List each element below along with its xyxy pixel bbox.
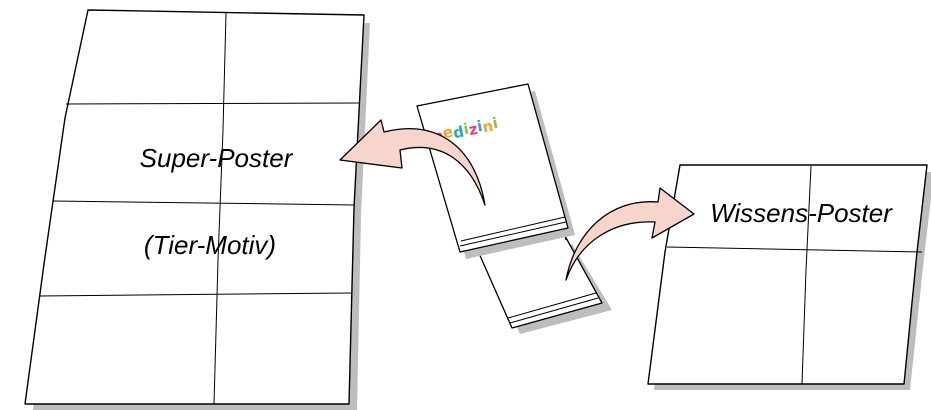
super-poster-fold-vertical: [213, 12, 227, 405]
logo-letter: i: [462, 119, 470, 138]
logo-letter: z: [467, 120, 479, 139]
logo-letter: i: [475, 117, 483, 136]
super-poster-fold-1: [65, 102, 360, 105]
arrow-to-wissens-poster: [565, 187, 695, 281]
medizini-brochure: medizini: [416, 83, 612, 334]
wissens-poster-sheet: [647, 164, 928, 385]
brochure-cover: [416, 83, 569, 253]
arrow-to-super-poster: [339, 119, 486, 206]
wissens-poster-title: Wissens-Poster: [710, 198, 893, 228]
wissens-poster-fold-horizontal: [666, 246, 923, 253]
brochure-cover-edge: [459, 216, 567, 247]
wissens-poster-fold-vertical: [801, 165, 812, 385]
logo-letter: i: [491, 114, 499, 133]
super-poster-subtitle: (Tier-Motiv): [144, 230, 276, 260]
super-poster-title: Super-Poster: [140, 143, 294, 173]
wissens-poster: Wissens-Poster: [647, 164, 931, 390]
brochure-lower-edge: [507, 292, 599, 324]
super-poster: Super-Poster (Tier-Motiv): [24, 9, 370, 410]
logo-letter: d: [452, 122, 466, 142]
super-poster-fold-3: [39, 292, 352, 297]
super-poster-sheet: [24, 9, 365, 405]
super-poster-fold-2: [52, 200, 355, 206]
logo-letter: n: [481, 117, 495, 137]
